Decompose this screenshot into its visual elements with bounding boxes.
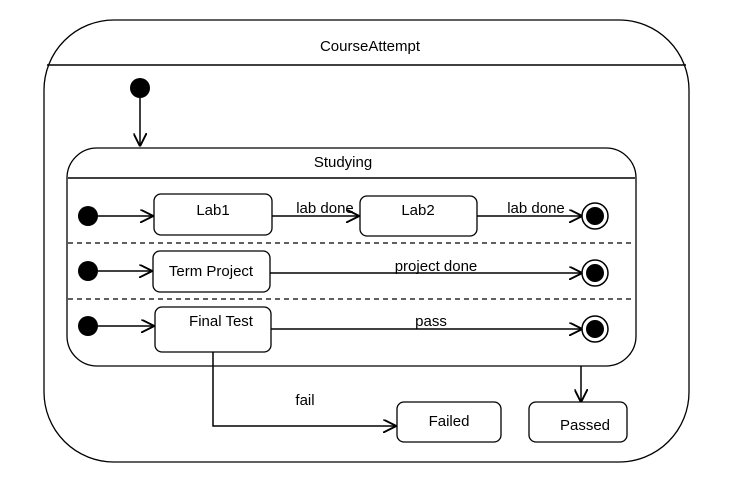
initial-node-final-test (78, 316, 98, 336)
transition-lab1-to-lab2-label: lab done (296, 200, 354, 217)
transition-fail (212, 352, 395, 426)
region-term-project: Term Project project done (78, 250, 609, 293)
region-labs: Lab1 lab done Lab2 lab done (78, 193, 609, 237)
transition-lab2-to-final-label: lab done (507, 200, 565, 217)
studying-frame (66, 147, 637, 367)
state-failed (396, 401, 502, 443)
state-passed-label: Passed (560, 417, 610, 434)
state-final-test-label: Final Test (189, 313, 254, 330)
state-lab1 (153, 193, 273, 236)
state-passed (528, 401, 628, 443)
transition-project-done-label: project done (395, 258, 478, 275)
initial-node-labs (78, 206, 98, 226)
course-attempt-title: CourseAttempt (320, 38, 421, 55)
region-final-test: Final Test pass (78, 306, 609, 353)
state-lab2-label: Lab2 (401, 202, 434, 219)
final-node-final-test (581, 315, 609, 343)
final-node-term-project (581, 259, 609, 287)
state-studying: Studying (66, 147, 637, 367)
final-node-labs (581, 202, 609, 230)
state-failed-label: Failed (429, 413, 470, 430)
state-term-project (152, 250, 271, 293)
studying-title: Studying (314, 154, 372, 171)
initial-node (130, 78, 150, 98)
transition-pass-label: pass (415, 313, 447, 330)
initial-node-term-project (78, 261, 98, 281)
state-lab1-label: Lab1 (196, 202, 229, 219)
state-term-project-label: Term Project (169, 263, 254, 280)
transition-fail-label: fail (295, 392, 314, 409)
